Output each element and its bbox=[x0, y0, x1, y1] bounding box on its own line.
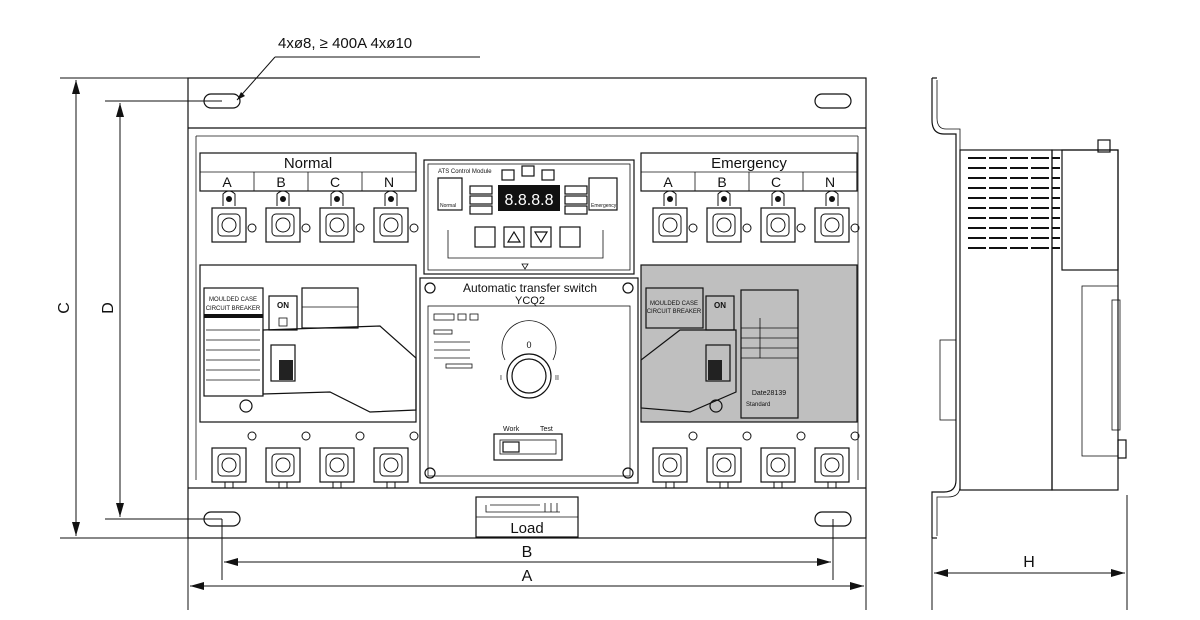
normal-phase-a: A bbox=[222, 174, 232, 190]
ats-title: Automatic transfer switch bbox=[463, 281, 597, 295]
normal-phase-n: N bbox=[384, 174, 394, 190]
dimension-h: H bbox=[1023, 554, 1035, 571]
ats-front-panel bbox=[419, 277, 639, 484]
dimension-c: C bbox=[56, 302, 73, 314]
ats-test-label: Test bbox=[540, 426, 553, 433]
hole-note: 4xø8, ≥ 400A 4xø10 bbox=[278, 35, 412, 52]
terminal bbox=[760, 190, 806, 243]
terminal bbox=[265, 190, 311, 243]
terminal bbox=[373, 190, 419, 243]
right-breaker-date: Date28139 bbox=[752, 390, 786, 397]
right-breaker-body bbox=[640, 264, 858, 423]
terminal bbox=[373, 431, 419, 489]
dimension-b: B bbox=[522, 544, 533, 561]
mounting-plate bbox=[187, 77, 867, 539]
left-breaker-title-line1: MOULDED CASE bbox=[209, 297, 257, 303]
ats-control-module bbox=[423, 159, 635, 275]
side-view bbox=[931, 77, 1127, 539]
ats-dial-position-ii: II bbox=[555, 375, 559, 382]
left-breaker-title-line2: CIRCUIT BREAKER bbox=[206, 306, 261, 312]
terminal bbox=[319, 190, 365, 243]
normal-title: Normal bbox=[284, 155, 332, 172]
emergency-phase-b: B bbox=[717, 174, 726, 190]
terminal bbox=[706, 431, 752, 489]
dimension-d: D bbox=[100, 302, 117, 314]
normal-phase-c: C bbox=[330, 174, 340, 190]
emergency-phase-n: N bbox=[825, 174, 835, 190]
emergency-header bbox=[640, 152, 858, 192]
terminal bbox=[760, 431, 806, 489]
load-label-box bbox=[475, 496, 579, 538]
ats-module-title: ATS Control Module bbox=[438, 169, 492, 175]
ats-work-label: Work bbox=[503, 426, 520, 433]
emergency-title: Emergency bbox=[711, 155, 787, 172]
ats-model: YCQ2 bbox=[515, 295, 545, 307]
terminal bbox=[706, 190, 752, 243]
terminal bbox=[652, 190, 698, 243]
ats-dial-position-0: 0 bbox=[526, 340, 531, 350]
terminal bbox=[319, 431, 365, 489]
terminal-blocks bbox=[211, 190, 860, 489]
emergency-phase-a: A bbox=[663, 174, 673, 190]
emergency-phase-c: C bbox=[771, 174, 781, 190]
terminal bbox=[652, 431, 698, 489]
ats-module-emergency-label: Emergency bbox=[591, 203, 617, 209]
left-breaker-body bbox=[199, 264, 417, 423]
right-breaker-title-line2: CIRCUIT BREAKER bbox=[647, 309, 702, 315]
load-label: Load bbox=[510, 520, 543, 537]
terminal bbox=[814, 431, 860, 489]
ats-module-normal-label: Normal bbox=[440, 203, 456, 209]
left-breaker-on-label: ON bbox=[277, 301, 289, 310]
right-breaker-standard: Standard bbox=[746, 402, 770, 408]
right-breaker-on-label: ON bbox=[714, 301, 726, 310]
dimension-a: A bbox=[522, 568, 533, 585]
terminal bbox=[265, 431, 311, 489]
terminal bbox=[211, 190, 257, 243]
ats-dial-position-i: I bbox=[500, 375, 502, 382]
right-breaker-title-line1: MOULDED CASE bbox=[650, 301, 698, 307]
terminal bbox=[211, 431, 257, 489]
ats-module-display: 8.8.8.8 bbox=[505, 192, 554, 209]
normal-header bbox=[199, 152, 417, 192]
normal-phase-b: B bbox=[276, 174, 285, 190]
side-view-cooling-fins bbox=[968, 157, 1060, 249]
dimension-lines bbox=[60, 77, 1128, 610]
terminal bbox=[814, 190, 860, 243]
